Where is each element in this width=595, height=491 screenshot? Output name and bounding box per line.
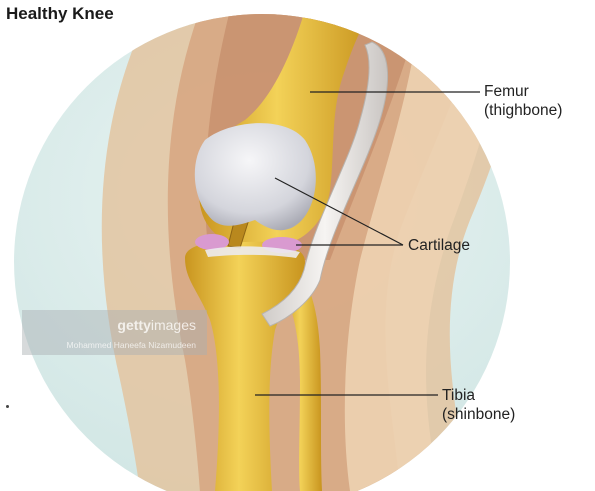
femur-label-name: Femur <box>484 82 562 101</box>
femur-label-common: (thighbone) <box>484 101 562 120</box>
femur-label: Femur (thighbone) <box>484 82 562 120</box>
watermark-brand-light: images <box>151 317 196 333</box>
svg-text:gettyimages: gettyimages <box>117 317 196 333</box>
tibia-label: Tibia (shinbone) <box>442 386 515 424</box>
watermark: gettyimages Mohammed Haneefa Nizamudeen <box>22 310 207 355</box>
watermark-brand-bold: getty <box>117 317 151 333</box>
tibia-label-common: (shinbone) <box>442 405 515 424</box>
stray-dot <box>6 405 9 408</box>
watermark-credit: Mohammed Haneefa Nizamudeen <box>67 340 197 350</box>
tibia-label-name: Tibia <box>442 386 515 405</box>
femoral-cartilage <box>195 123 316 230</box>
cartilage-label: Cartilage <box>408 236 470 255</box>
